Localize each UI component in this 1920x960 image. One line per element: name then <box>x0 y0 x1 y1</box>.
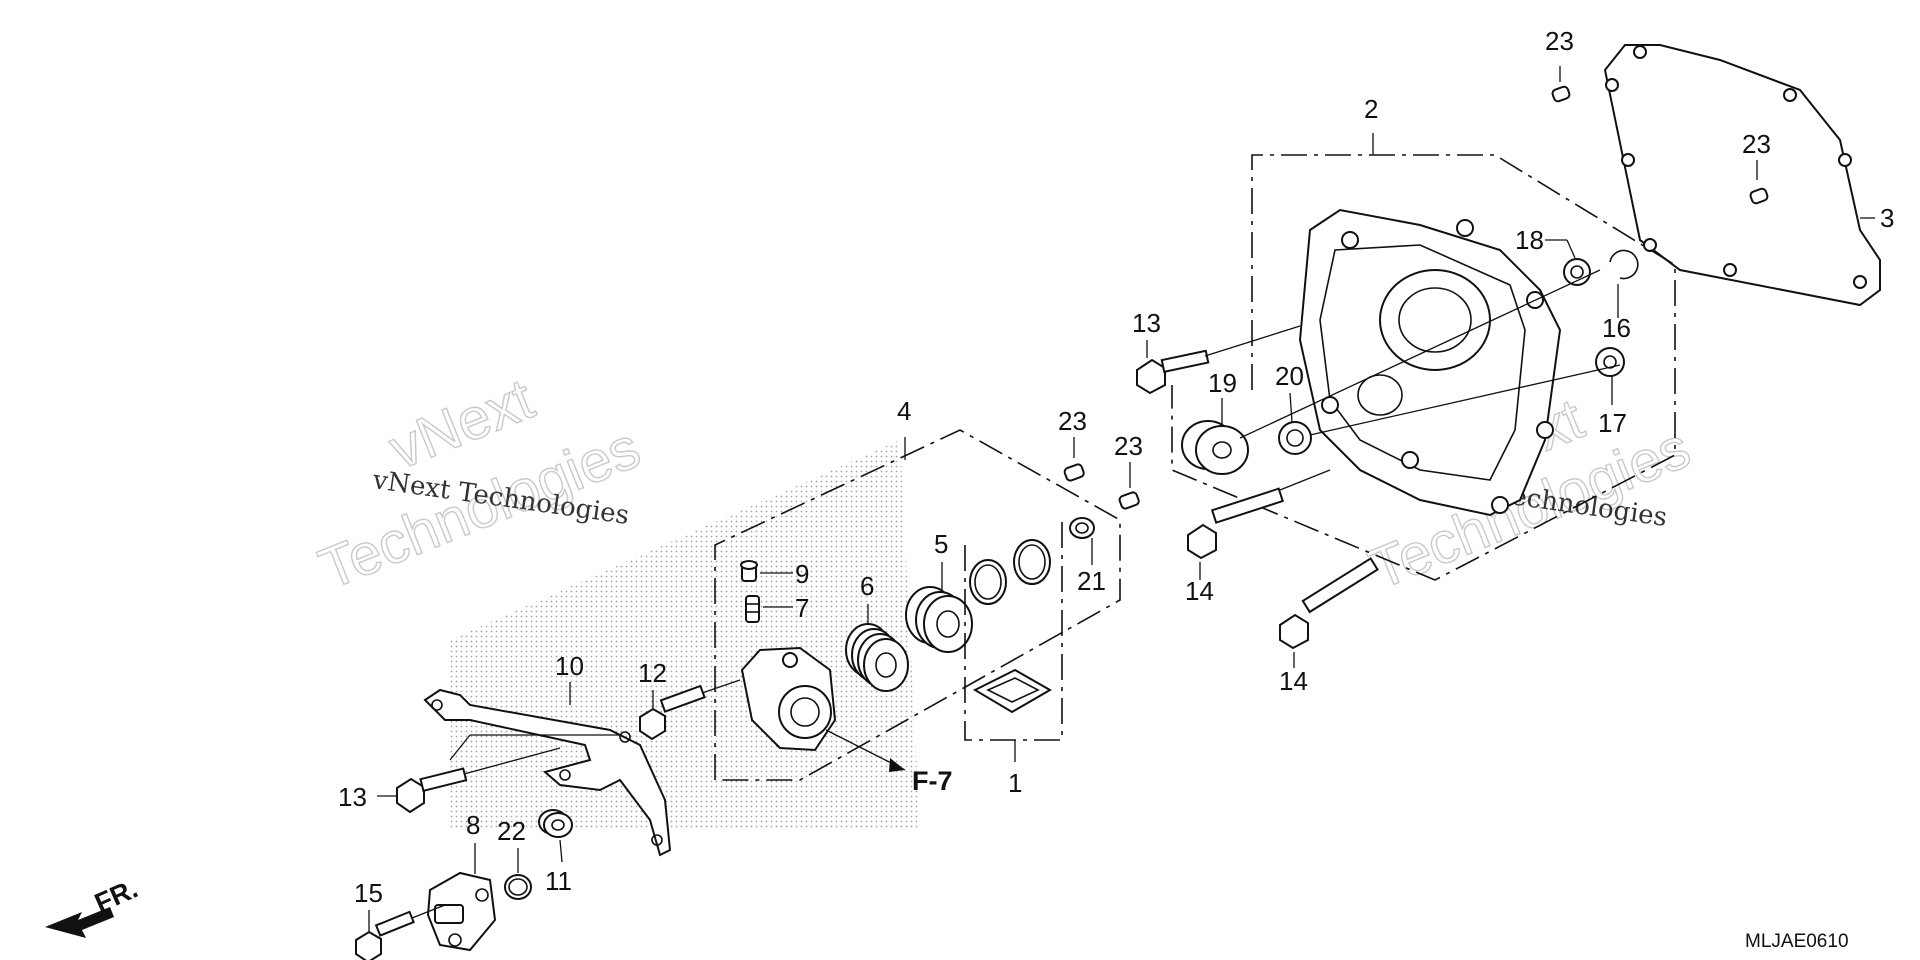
cap-21 <box>1069 517 1095 539</box>
grommet-11 <box>538 809 573 838</box>
leader-lines <box>368 66 1875 932</box>
part-number: 14 <box>1279 666 1308 696</box>
front-arrow-icon: FR. <box>45 873 142 938</box>
part-number: 3 <box>1880 203 1894 233</box>
dowel-pin <box>1749 187 1769 205</box>
bolt-13-upper <box>1136 325 1301 395</box>
diagram-code: MLJAE0610 <box>1745 931 1849 952</box>
part-number: 13 <box>1132 308 1161 338</box>
part-number: 13 <box>338 782 367 812</box>
part-number: 16 <box>1602 313 1631 343</box>
part-number: 9 <box>795 559 809 589</box>
group-bracket-1 <box>964 520 1063 741</box>
part-number: 21 <box>1077 566 1106 596</box>
piston-5 <box>905 586 973 653</box>
part-number: 22 <box>497 816 526 846</box>
gasket-bolt-holes <box>1605 45 1867 289</box>
part-number: 4 <box>897 396 911 426</box>
part-number: 14 <box>1185 576 1214 606</box>
oil-seal-18 <box>1563 258 1591 286</box>
dowel-pin <box>1118 491 1140 510</box>
part-number: 15 <box>354 878 383 908</box>
part-number: 19 <box>1208 368 1237 398</box>
seal-20 <box>1278 421 1312 455</box>
part-number: 23 <box>1742 129 1771 159</box>
gasket <box>1603 44 1881 307</box>
sensor-8 <box>426 871 497 952</box>
reference-callout: F-7 <box>912 766 953 796</box>
bolt-13-lower <box>396 747 561 814</box>
nipple-7 <box>745 595 760 623</box>
plug-9 <box>740 560 758 582</box>
collar-19 <box>1181 420 1249 475</box>
part-number: 7 <box>795 593 809 623</box>
group-bracket-4 <box>714 429 1121 781</box>
arrow-head-f7 <box>889 758 905 772</box>
part-number: 10 <box>555 651 584 681</box>
group-bracket-2 <box>1171 154 1676 581</box>
bolt-14-lower <box>1279 557 1379 650</box>
part-number: 5 <box>934 529 948 559</box>
gasket-plate <box>972 668 1053 714</box>
part-number: 18 <box>1515 225 1544 255</box>
slave-cylinder <box>740 646 837 752</box>
part-number: 11 <box>545 866 572 896</box>
front-indicator: FR. <box>90 873 142 918</box>
part-number: 23 <box>1114 431 1143 461</box>
bearing-16 <box>1595 347 1625 377</box>
part-number: 17 <box>1598 408 1627 438</box>
o-ring-set <box>969 539 1051 605</box>
part-number: 1 <box>1008 768 1022 798</box>
watermark-left: vNext Technologies vNext Technologies <box>310 366 650 603</box>
part-number: 2 <box>1364 94 1378 124</box>
part-number: 20 <box>1275 361 1304 391</box>
snap-ring <box>1609 249 1639 280</box>
part-labels: 23 2 23 3 18 13 16 19 20 17 4 23 23 14 1… <box>338 26 1894 908</box>
dowel-pin <box>1551 85 1571 103</box>
bracket-10 <box>423 688 672 857</box>
part-number: 6 <box>860 571 874 601</box>
part-number: 23 <box>1058 406 1087 436</box>
cover-housing <box>1298 208 1562 517</box>
dowel-pin <box>1063 463 1085 482</box>
bolt-14-mid <box>1187 469 1331 560</box>
part-number: 23 <box>1545 26 1574 56</box>
bolt-12 <box>639 679 741 741</box>
part-number: 12 <box>638 658 667 688</box>
part-number: 8 <box>466 810 480 840</box>
